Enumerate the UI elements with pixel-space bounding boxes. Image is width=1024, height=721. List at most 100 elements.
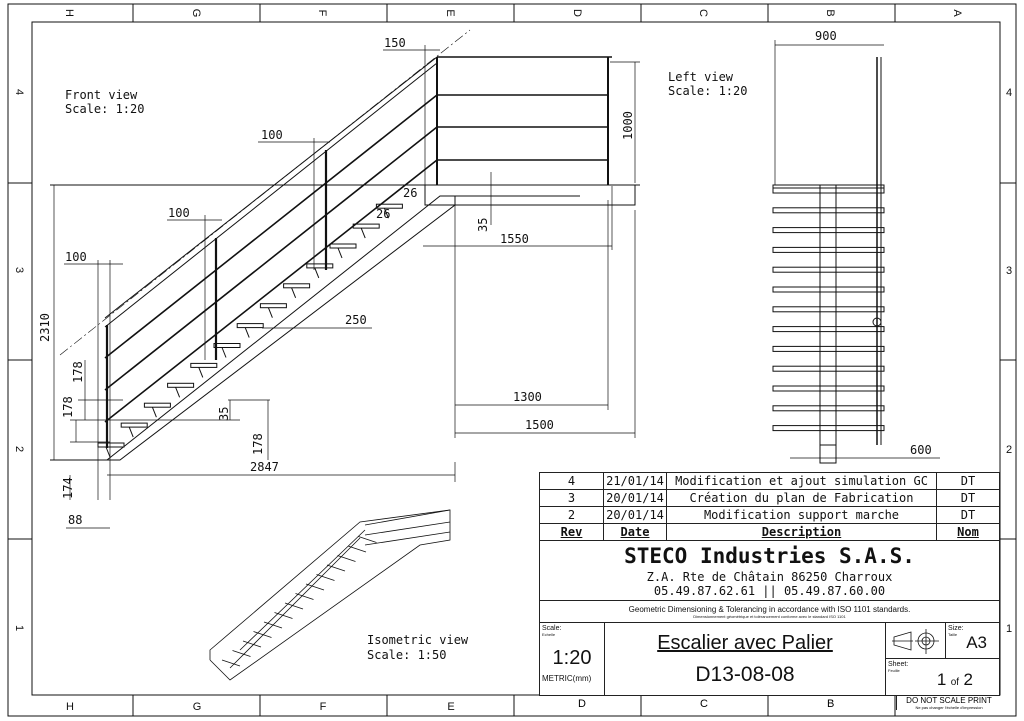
zone-bottom-d: D [578,698,586,710]
left-view-tread [772,246,885,253]
left-view-tread [772,326,885,333]
zone-left-3: 3 [13,267,25,273]
description-cell: Création du plan de Fabrication [666,489,937,507]
isometric-tread [347,545,367,553]
dim-100-bottom: 100 [65,250,87,264]
units: METRIC(mm) [542,674,592,683]
left-view-scale: Scale: 1:20 [668,84,747,98]
date-cell: 20/01/14 [603,489,667,507]
landing-slab [424,184,636,206]
left-view-tread [772,385,885,392]
company-address: Z.A. Rte de Châtain 86250 Charroux [646,569,893,584]
sheet-label-fr: Feuille [888,668,900,673]
rev-header: Rev [539,523,604,541]
zone-top-e: E [444,9,456,16]
isometric-tread [305,583,325,591]
dim-100-top: 100 [261,128,283,142]
date-cell: 20/01/14 [603,506,667,524]
dim-250: 250 [345,313,367,327]
dim-35-tread: 35 [217,407,231,421]
isometric-tread [284,602,304,610]
zone-top-g: G [190,9,202,18]
stair-tread [329,243,357,249]
company-block: STECO Industries S.A.S. Z.A. Rte de Chât… [539,540,1000,601]
projection-cell [885,622,946,659]
left-view-title: Left view [668,70,734,84]
dimension-lines [53,45,640,529]
isometric-tread [358,536,377,543]
isometric-view-title: Isometric view [367,633,469,647]
zone-right-3: 3 [1006,265,1012,277]
zone-right-1: 1 [1006,623,1012,635]
dim-174: 174 [61,477,75,499]
stair-tread [375,203,403,209]
tread-support [221,347,227,358]
isometric-tread [337,555,356,562]
isometric-tread [295,593,314,600]
zone-labels: H G F E D C B A H G F E 4 3 2 1 4 3 2 1 [13,9,1012,713]
left-view-treads [772,184,885,432]
stair-treads [97,203,403,458]
zone-bottom-g: G [193,701,202,713]
zone-top-f: F [316,10,328,17]
tread-support [291,287,297,298]
zone-bottom-c: C [700,698,708,710]
tread-support [151,407,157,418]
dim-88: 88 [68,513,82,527]
zone-dividers [8,4,1016,716]
dim-178-lower: 178 [61,396,75,418]
name-cell: DT [936,472,1000,490]
zone-right-2: 2 [1006,444,1012,456]
stair-tread [190,362,218,368]
left-view-tread [772,425,885,432]
description-cell: Modification et ajout simulation GC [666,472,937,490]
zone-bottom-f: F [320,701,327,713]
title-cell: Escalier avec Palier D13-08-08 [604,622,886,696]
isometric-tread [221,659,241,667]
stair-tread [306,263,334,269]
stringer [105,195,456,461]
do-not-scale-note: DO NOT SCALE PRINT Ne pas changer l'éche… [896,696,1001,710]
zone-top-a: A [951,9,963,17]
scale-label-fr: Echelle [542,632,556,637]
zone-bottom-h: H [66,701,74,713]
isometric-tread [316,574,335,581]
isometric-tread [274,612,293,619]
do-not-scale-fr: Ne pas changer l'échelle d'impression [915,705,983,710]
isometric-tread [253,631,272,638]
dim-178-upper: 178 [71,361,85,383]
left-view-tread [772,227,885,234]
sheet-label: Sheet: [888,661,909,668]
description-header: Description [666,523,937,541]
zone-top-b: B [824,9,836,16]
isometric-tread [232,650,251,657]
company-name: STECO Industries S.A.S. [624,543,915,568]
zone-bottom-b: B [827,698,835,710]
stair-tread [167,382,195,388]
name-cell: DT [936,489,1000,507]
stair-tread [143,402,171,408]
sheet-total: 2 [963,670,973,689]
tread-support [105,446,111,458]
tread-support [267,307,273,318]
size-label: Size: [948,625,964,632]
tread-support [360,227,366,239]
dim-1000: 1000 [621,111,635,140]
stair-tread [120,422,148,428]
stair-tread [236,323,264,329]
name-cell: DT [936,506,1000,524]
sheet-of: of [950,677,960,688]
zone-right-4: 4 [1006,87,1012,99]
size-value: A3 [966,633,987,652]
dim-1550: 1550 [500,232,529,246]
sheet-cell: Sheet: Feuille 1 of 2 [885,658,1000,696]
front-view-title: Front view [65,88,138,102]
zone-top-d: D [571,9,583,17]
isometric-treads [221,536,377,667]
name-header: Nom [936,523,1000,541]
zone-bottom-e: E [447,701,454,713]
scale-cell: Scale: Echelle 1:20 METRIC(mm) [539,622,605,696]
do-not-scale-en: DO NOT SCALE PRINT [906,696,992,705]
zone-left-1: 1 [13,625,25,631]
